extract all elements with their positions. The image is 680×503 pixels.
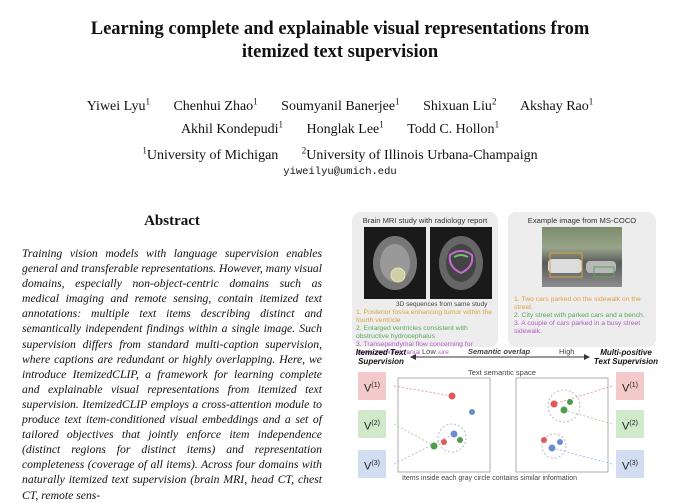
author: Shixuan Liu2 <box>423 96 497 114</box>
mri-image <box>364 227 426 299</box>
axis-high: High <box>557 347 577 356</box>
mri-caption: 3D sequences from same study <box>396 301 488 308</box>
caption-item-2: 2. City street with parked cars and a be… <box>514 312 645 319</box>
author: Akshay Rao1 <box>519 96 594 114</box>
author: Todd C. Hollon1 <box>407 119 500 138</box>
axis-low: Low <box>420 347 438 356</box>
title-line-2: itemized text supervision <box>241 42 439 62</box>
axis-mid: Semantic overlap <box>466 347 533 356</box>
space-title: Text semantic space <box>468 368 536 377</box>
author-list: Yiwei Lyu1 Chenhui Zhao1 Soumyanil Baner… <box>40 92 640 139</box>
report-item-2: 2. Enlarged ventricles consistent with o… <box>356 325 468 340</box>
street-photo <box>542 227 622 287</box>
visual-embedding-2: V(2) <box>616 410 644 438</box>
abstract-text: Training vision models with language sup… <box>22 247 322 502</box>
teaser-figure: Brain MRI study with radiology report 3D… <box>350 210 660 498</box>
caption-item-3: 3. A couple of cars parked in a busy str… <box>514 320 641 335</box>
visual-embedding-3: V(3) <box>358 450 386 478</box>
author: Soumyanil Banerjee1 <box>281 96 400 114</box>
affiliation: 1University of Michigan <box>142 145 279 163</box>
visual-embedding-1: V(1) <box>358 372 386 400</box>
visual-embedding-2: V(2) <box>358 410 386 438</box>
report-item-1: 1. Posterior fossa enhancing tumor withi… <box>356 309 493 324</box>
overlap-arrow <box>410 354 590 360</box>
space-caption: Items inside each gray circle contains s… <box>402 475 578 482</box>
email[interactable]: yiweilyu@umich.edu <box>283 166 397 178</box>
mri-panel: Brain MRI study with radiology report 3D… <box>352 212 498 356</box>
coco-panel: Example image from MS-COCO 1. Two cars p… <box>508 212 656 347</box>
author: Yiwei Lyu1 <box>86 96 150 114</box>
semantic-space-plot <box>394 377 612 473</box>
author: Honglak Lee1 <box>306 119 384 138</box>
abstract-heading: Abstract <box>144 213 200 229</box>
report-item-3: 3. Transependymal flow concerning for in… <box>356 341 473 356</box>
author: Akhil Kondepudi1 <box>180 119 284 138</box>
mri-image <box>430 227 492 299</box>
paper-title: Learning complete and explainable visual… <box>40 18 640 64</box>
title-line-1: Learning complete and explainable visual… <box>90 19 590 39</box>
panel-title: Brain MRI study with radiology report <box>362 216 488 225</box>
panel-title: Example image from MS-COCO <box>527 216 637 225</box>
caption-item-1: 1. Two cars parked on the sidewalk on th… <box>514 296 641 311</box>
visual-embedding-1: V(1) <box>616 372 644 400</box>
multipositive-label: Multi-positive Text Supervision <box>593 348 659 366</box>
author: Chenhui Zhao1 <box>173 96 258 114</box>
itemized-label: Itemized Text Supervision <box>355 348 407 366</box>
visual-embedding-3: V(3) <box>616 450 644 478</box>
affiliations: 1University of Michigan 2University of I… <box>40 145 640 164</box>
affiliation: 2University of Illinois Urbana-Champaign <box>301 145 538 163</box>
